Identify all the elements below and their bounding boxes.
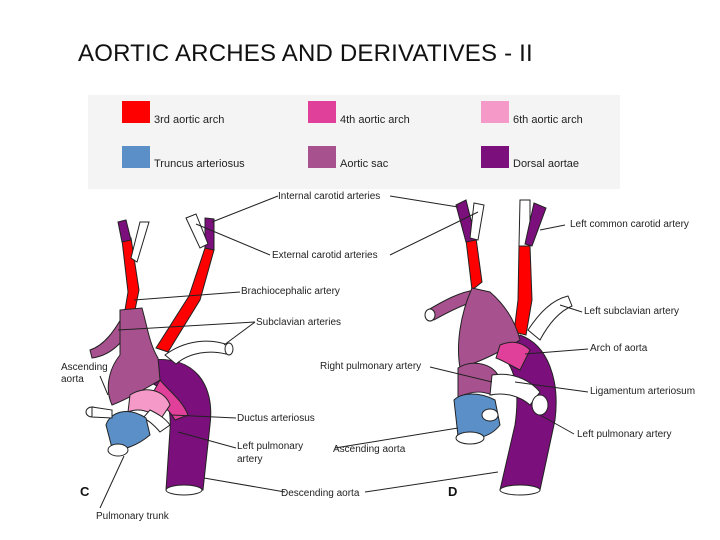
legend-label-truncus: Truncus arteriosus: [154, 158, 245, 170]
label-ascending-aorta-mid: Ascending aorta: [333, 444, 406, 455]
label-ascending-aorta-left-2: aorta: [61, 374, 84, 385]
legend-swatch-4th-arch: [308, 101, 336, 123]
legend-swatch-3rd-arch: [122, 101, 150, 123]
label-descending-aorta: Descending aorta: [281, 488, 360, 499]
label-left-pulmonary-mid-2: artery: [237, 454, 263, 465]
label-left-pulmonary-mid-1: Left pulmonary: [237, 441, 304, 452]
label-left-common-carotid: Left common carotid artery: [570, 219, 689, 230]
label-ductus: Ductus arteriosus: [237, 413, 315, 424]
panel-d-vessels: [424, 199, 573, 496]
label-internal-carotid: Internal carotid arteries: [278, 191, 381, 202]
legend-swatch-aortic-sac: [308, 146, 336, 168]
legend: [88, 95, 620, 189]
label-external-carotid: External carotid arteries: [272, 250, 378, 261]
leader-lines: [99, 195, 589, 509]
legend-swatch-truncus: [122, 146, 150, 168]
legend-swatch-6th-arch: [481, 101, 509, 123]
label-ascending-aorta-left-1: Ascending: [61, 362, 108, 373]
label-left-subclavian: Left subclavian artery: [584, 306, 680, 317]
legend-label-aortic-sac: Aortic sac: [340, 158, 389, 170]
label-subclavian: Subclavian arteries: [256, 317, 342, 328]
legend-label-dorsal-aortae: Dorsal aortae: [513, 158, 580, 170]
legend-label-4th-arch: 4th aortic arch: [340, 114, 410, 126]
label-brachiocephalic: Brachiocephalic artery: [241, 286, 340, 297]
label-right-pulmonary: Right pulmonary artery: [320, 361, 422, 372]
label-left-pulmonary-right: Left pulmonary artery: [577, 429, 672, 440]
legend-label-3rd-arch: 3rd aortic arch: [154, 114, 225, 126]
page-title: AORTIC ARCHES AND DERIVATIVES - II: [78, 40, 533, 67]
legend-label-6th-arch: 6th aortic arch: [513, 114, 583, 126]
legend-swatch-dorsal-aortae: [481, 146, 509, 168]
label-arch-of-aorta: Arch of aorta: [590, 343, 648, 354]
label-ligamentum: Ligamentum arteriosum: [590, 386, 696, 397]
panel-label-d: D: [448, 484, 458, 499]
panel-label-c: C: [80, 484, 90, 499]
panel-c-vessels: [85, 213, 234, 496]
label-pulmonary-trunk: Pulmonary trunk: [96, 511, 169, 522]
